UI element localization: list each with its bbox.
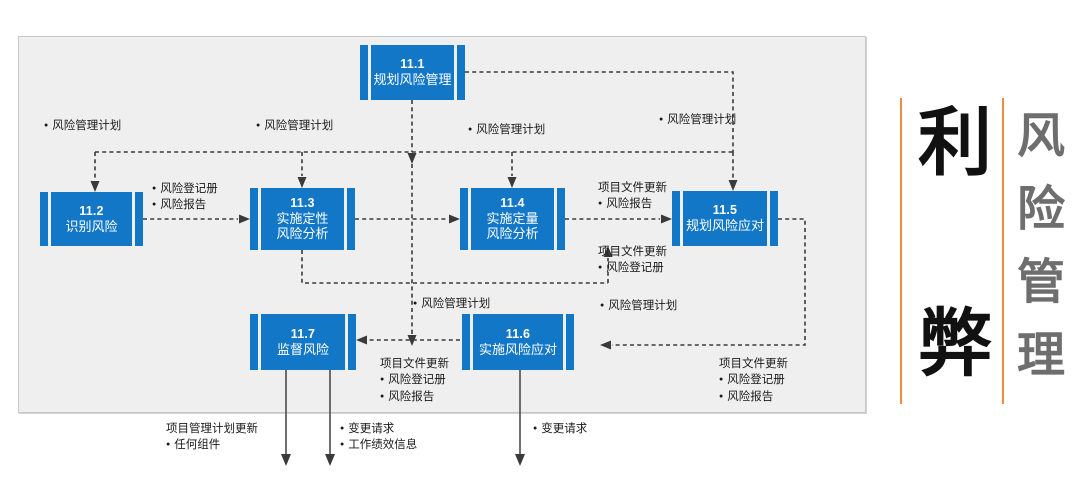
accent-line-right: [1002, 98, 1004, 404]
process-name: 监督风险: [276, 341, 329, 357]
annotation-risk-mgmt-plan-5: 风险管理计划: [413, 296, 490, 312]
annotation-risk-mgmt-plan-4: 风险管理计划: [659, 112, 736, 128]
annotation-line: 风险管理计划: [256, 118, 333, 134]
process-box-11-1[interactable]: 11.1 规划风险管理: [360, 45, 465, 100]
annotation-doc-updates-right: 项目文件更新风险登记册风险报告: [719, 356, 788, 405]
annotation-line: 风险管理计划: [468, 122, 545, 138]
annotation-line: 项目文件更新: [598, 182, 667, 194]
annotation-risk-mgmt-plan-2: 风险管理计划: [256, 118, 333, 134]
annotation-line: 风险报告: [380, 389, 449, 405]
process-name: 实施定性 风险分析: [276, 211, 329, 242]
subtitle-char-li: 理: [1016, 327, 1065, 383]
process-box-11-4[interactable]: 11.4 实施定量 风险分析: [460, 188, 565, 250]
title-char-li: 利: [918, 100, 992, 186]
annotation-doc-updates-left: 项目文件更新风险登记册风险报告: [380, 356, 449, 405]
annotation-line: 风险报告: [719, 389, 788, 405]
process-name: 规划风险应对: [685, 218, 764, 234]
annotation-risk-register-report: 风险登记册风险报告: [152, 181, 218, 214]
annotation-line: 项目文件更新: [380, 358, 449, 370]
annotation-line: 项目文件更新: [598, 246, 667, 258]
subtitle-char-xian: 险: [1016, 181, 1065, 237]
annotation-line: 风险登记册: [719, 372, 788, 388]
annotation-line: 风险报告: [152, 197, 218, 213]
annotation-line: 变更请求: [340, 421, 417, 437]
annotation-line: 风险管理计划: [659, 112, 736, 128]
annotation-line: 风险登记册: [380, 372, 449, 388]
annotation-line: 风险管理计划: [600, 298, 677, 314]
process-number: 11.1: [400, 57, 425, 72]
process-number: 11.5: [712, 203, 738, 218]
annotation-change-requests-wpi: 变更请求工作绩效信息: [340, 421, 417, 454]
process-box-11-2[interactable]: 11.2 识别风险: [40, 192, 143, 246]
process-number: 11.7: [290, 326, 316, 341]
annotation-doc-updates-register: 项目文件更新风险登记册: [598, 244, 667, 277]
subtitle-char-guan: 管: [1016, 254, 1065, 310]
annotation-pm-plan-updates: 项目管理计划更新任何组件: [166, 421, 258, 454]
subtitle-char-feng: 风: [1016, 108, 1065, 164]
process-name: 实施定量 风险分析: [486, 211, 539, 242]
annotation-line: 风险报告: [598, 196, 667, 212]
process-number: 11.2: [79, 203, 104, 218]
annotation-risk-mgmt-plan-6: 风险管理计划: [600, 298, 677, 314]
process-name: 实施风险应对: [478, 341, 557, 357]
process-name: 识别风险: [65, 218, 118, 234]
process-box-11-7[interactable]: 11.7 监督风险: [250, 314, 356, 370]
title-block: 利 弊 风 险 管 理: [895, 98, 1075, 404]
process-box-11-6[interactable]: 11.6 实施风险应对: [462, 314, 574, 370]
annotation-line: 变更请求: [533, 421, 587, 437]
process-number: 11.6: [505, 326, 531, 341]
accent-line-left: [900, 98, 902, 404]
annotation-line: 风险管理计划: [44, 118, 121, 134]
annotation-line: 工作绩效信息: [340, 437, 417, 453]
annotation-risk-mgmt-plan-3: 风险管理计划: [468, 122, 545, 138]
annotation-line: 项目文件更新: [719, 358, 788, 370]
title-char-bi: 弊: [918, 301, 992, 387]
annotation-line: 风险管理计划: [413, 296, 490, 312]
annotation-doc-updates-report: 项目文件更新风险报告: [598, 180, 667, 213]
process-number: 11.4: [500, 196, 525, 211]
annotation-line: 任何组件: [166, 437, 258, 453]
annotation-line: 风险登记册: [152, 181, 218, 197]
annotation-risk-mgmt-plan-1: 风险管理计划: [44, 118, 121, 134]
annotation-line: 风险登记册: [598, 260, 667, 276]
annotation-line: 项目管理计划更新: [166, 423, 258, 435]
process-number: 11.3: [290, 196, 315, 211]
process-box-11-5[interactable]: 11.5 规划风险应对: [672, 191, 778, 246]
process-name: 规划风险管理: [373, 72, 452, 88]
process-box-11-3[interactable]: 11.3 实施定性 风险分析: [250, 188, 355, 250]
annotation-change-requests: 变更请求: [533, 421, 587, 437]
